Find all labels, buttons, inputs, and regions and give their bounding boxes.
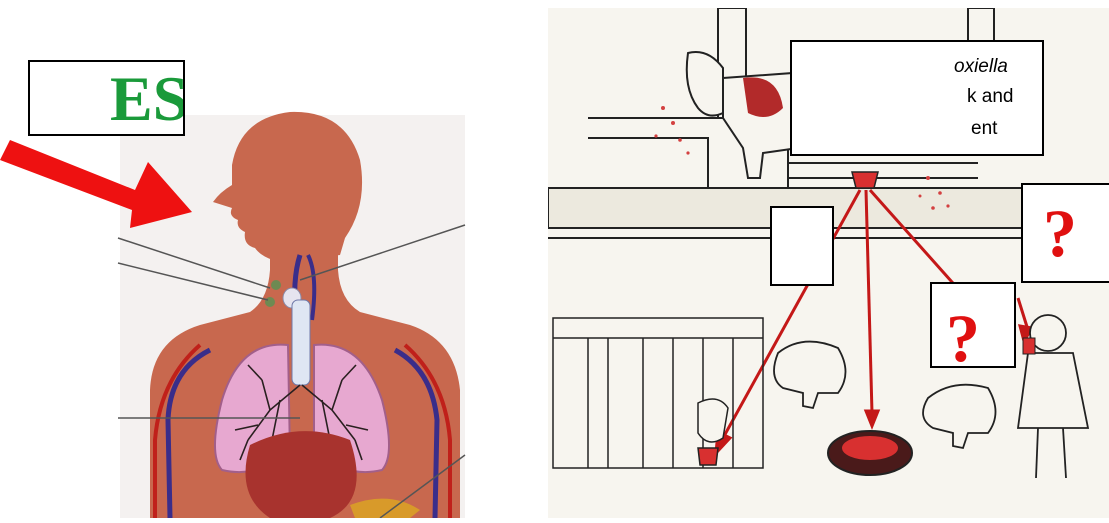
label-box-es: ES (28, 60, 185, 136)
blank-label-box (770, 206, 834, 286)
caption-box: oxiella k and ent (790, 40, 1044, 156)
caption-line-1: oxiella (954, 52, 1008, 82)
caption-line-3: ent (971, 114, 997, 144)
anatomy-figure: ES (0, 0, 470, 518)
question-box-right: ? (1021, 183, 1109, 283)
calf (698, 399, 728, 442)
farm-transmission-figure: oxiella k and ent ? ? (548, 8, 1109, 518)
milk-bucket-source (852, 172, 878, 188)
lymph-node-lower (265, 297, 275, 307)
trachea (292, 300, 310, 385)
question-mark-right: ? (1043, 191, 1077, 275)
heart (246, 431, 357, 518)
question-mark-middle: ? (946, 296, 980, 368)
label-box-es-text: ES (110, 64, 185, 134)
caption-line-2: k and (967, 82, 1013, 112)
neck (278, 235, 336, 295)
calf-bucket (698, 448, 718, 465)
lymph-node-upper (271, 280, 281, 290)
child-cup (1023, 338, 1035, 354)
question-box-middle: ? (930, 282, 1016, 368)
pig-feeder-milk (842, 436, 898, 460)
